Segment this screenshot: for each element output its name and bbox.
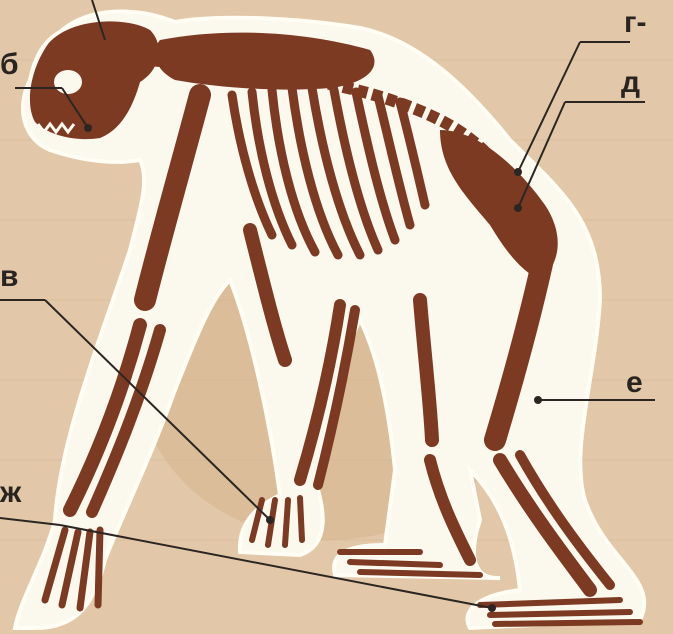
label-d: д: [621, 68, 640, 98]
label-g: г-: [624, 8, 647, 38]
label-b: б: [0, 50, 19, 80]
label-e: е: [626, 368, 643, 398]
eye-orbit: [54, 70, 82, 94]
label-v: в: [0, 262, 18, 292]
label-zh: ж: [0, 478, 21, 508]
